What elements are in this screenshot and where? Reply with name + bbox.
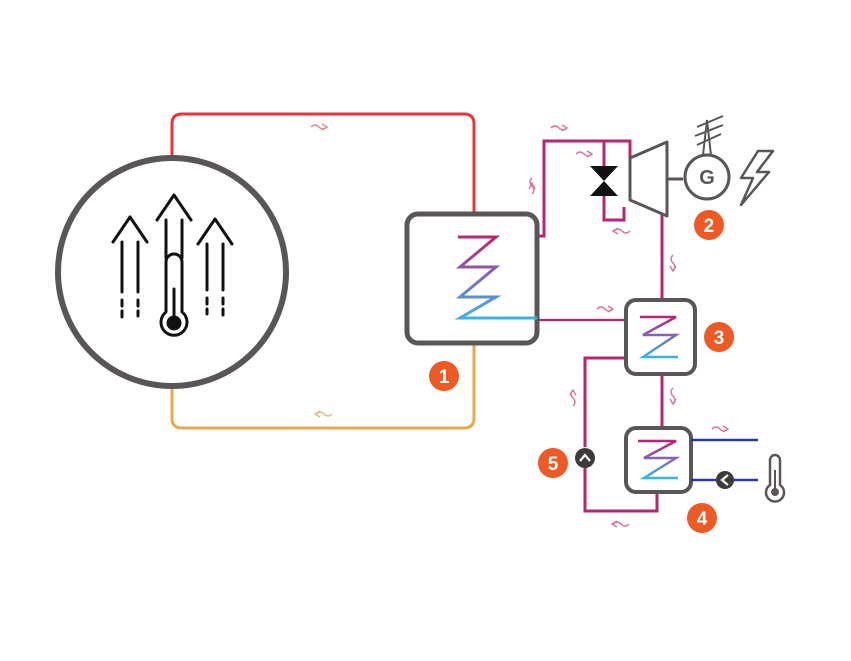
- badge-2-label: 2: [704, 216, 715, 237]
- flow-arrow-icon: [610, 520, 630, 528]
- rising-heat-thermometer-icon: [111, 193, 234, 337]
- flow-arrow-icon: [528, 177, 536, 195]
- badge-3: 3: [704, 322, 734, 352]
- evaporator-coil: [454, 235, 537, 320]
- turbine: [628, 140, 669, 218]
- badge-5-label: 5: [548, 454, 559, 475]
- badge-1-label: 1: [439, 367, 450, 388]
- pump-outlet-pipe: [583, 356, 626, 447]
- flow-arrow-icon: [310, 123, 329, 131]
- flow-arrow-icon: [669, 387, 677, 406]
- generator-label: G: [699, 167, 715, 189]
- lightning-icon: [739, 149, 775, 207]
- flow-arrow-icon: [596, 305, 615, 313]
- regenerator-coil: [638, 315, 681, 359]
- regenerator: [624, 298, 697, 376]
- badge-1: 1: [429, 361, 459, 391]
- flow-arrow-icon: [569, 388, 577, 407]
- heat-source: [55, 155, 289, 389]
- turbine-exhaust-pipe: [652, 205, 664, 300]
- flow-arrow-icon: [550, 124, 569, 132]
- flow-arrow-icon: [669, 254, 677, 273]
- flow-arrow-icon: [313, 410, 333, 418]
- flow-arrow-icon: [575, 150, 594, 158]
- return-pipe: [170, 343, 476, 430]
- thermometer-icon: [764, 453, 786, 503]
- condenser-coil: [638, 439, 681, 480]
- badge-2: 2: [694, 210, 724, 240]
- expansion-valve-icon: [590, 166, 618, 196]
- badge-3-label: 3: [714, 328, 725, 349]
- bypass-pipe: [602, 141, 626, 222]
- pump-icon: [575, 448, 595, 468]
- power-tower-icon: [694, 115, 724, 156]
- flow-arrow-icon: [711, 425, 730, 433]
- vapor-pipe: [537, 139, 632, 238]
- condenser-outlet-pipe: [583, 466, 659, 513]
- hot-supply-pipe: [170, 112, 476, 214]
- generator: G: [683, 153, 731, 201]
- flow-arrow-icon: [611, 227, 631, 235]
- badge-4-label: 4: [697, 509, 708, 530]
- badge-5: 5: [538, 448, 568, 478]
- condenser: [624, 426, 693, 494]
- evaporator: [404, 211, 540, 346]
- check-valve-icon: [716, 471, 734, 489]
- badge-4: 4: [687, 503, 717, 533]
